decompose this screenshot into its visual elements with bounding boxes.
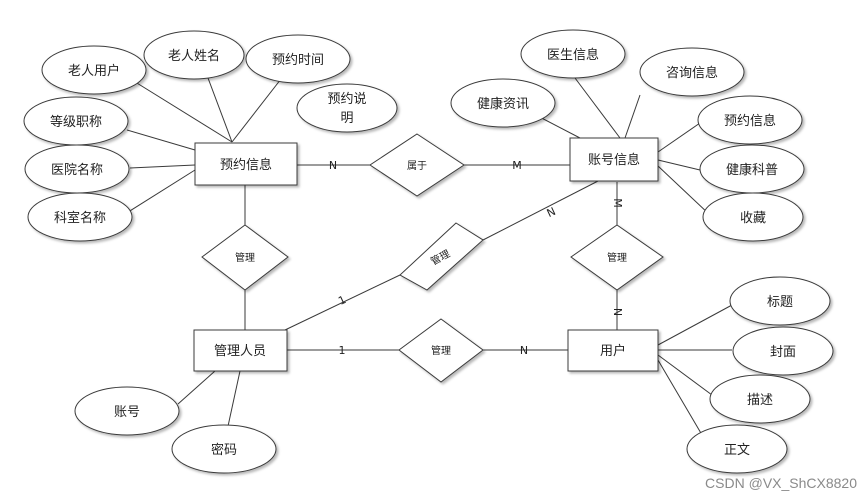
rel-manage-user: 管理 — [431, 344, 451, 357]
attr-admin-password: 密码 — [211, 442, 237, 458]
card-manage-account-n: N — [545, 205, 558, 220]
attribute-labels: 老人用户 老人姓名 预约时间 预约说 明 等级职称 医院名称 科室名称 医生信息… — [50, 47, 796, 458]
relationship-labels: 属于 管理 管理 管理 管理 — [235, 160, 627, 357]
attr-description: 描述 — [747, 393, 773, 408]
attr-appt-desc-line2: 明 — [340, 111, 353, 126]
attr-elder-user-ellipse — [41, 45, 147, 95]
rel-manage-account-side-diamond — [570, 224, 664, 291]
card-admin-manage-account: 1 — [336, 293, 348, 308]
attr-department-ellipse — [27, 192, 133, 242]
attr-health-science: 健康科普 — [726, 162, 778, 178]
attr-favorite: 收藏 — [740, 211, 766, 226]
attr-body-ellipse — [686, 424, 788, 474]
attr-health-news: 健康资讯 — [477, 96, 529, 112]
attr-appt-desc-ellipse — [296, 83, 398, 133]
attr-hospital: 医院名称 — [51, 162, 103, 178]
relationship-shapes — [201, 133, 664, 383]
attr-doctor-info: 医生信息 — [547, 47, 599, 63]
entity-admin: 管理人员 — [214, 344, 266, 359]
attr-department: 科室名称 — [54, 210, 106, 226]
attr-admin-password-ellipse — [171, 424, 277, 474]
attr-elder-name: 老人姓名 — [168, 48, 220, 64]
attr-level-title: 等级职称 — [50, 114, 102, 130]
entity-shapes — [193, 137, 659, 372]
attr-cover-ellipse — [732, 326, 834, 376]
entity-account-box — [569, 137, 659, 182]
attr-appt-info: 预约信息 — [724, 113, 776, 129]
attr-consult-info: 咨询信息 — [666, 65, 718, 81]
entity-user: 用户 — [600, 343, 626, 359]
attr-description-ellipse — [709, 374, 811, 424]
entity-labels: 预约信息 账号信息 管理人员 用户 — [214, 152, 640, 359]
rel-belongs-diamond — [369, 133, 465, 197]
rel-manage-appointment-diamond — [201, 224, 289, 291]
card-appt-belongs: N — [329, 159, 337, 172]
rel-manage-user-diamond — [398, 318, 484, 383]
watermark: CSDN @VX_ShCX8820 — [705, 475, 857, 491]
card-account-manage: M — [611, 198, 624, 208]
attr-favorite-ellipse — [702, 192, 804, 242]
attr-elder-user: 老人用户 — [68, 63, 120, 79]
entity-admin-box — [193, 329, 288, 372]
attribute-shapes — [23, 29, 834, 474]
attr-elder-name-ellipse — [143, 30, 245, 80]
rel-belongs: 属于 — [407, 160, 427, 172]
card-manage-user-top: N — [611, 308, 624, 316]
entity-appointment-box — [194, 142, 298, 186]
attr-title-ellipse — [729, 276, 831, 326]
card-belongs-account: M — [512, 159, 522, 172]
card-admin-manage-user: 1 — [339, 344, 346, 357]
entity-appointment: 预约信息 — [220, 157, 272, 173]
attr-body: 正文 — [724, 443, 750, 458]
entity-user-box — [567, 329, 659, 372]
rel-manage-account-side: 管理 — [607, 251, 627, 264]
attr-admin-account: 账号 — [114, 405, 140, 420]
connector-lines — [124, 69, 733, 441]
attr-cover: 封面 — [770, 345, 796, 360]
attr-appt-time-ellipse — [245, 34, 351, 84]
attr-appt-desc-line1: 预约说 — [327, 92, 366, 107]
attr-appt-time: 预约时间 — [272, 53, 324, 68]
attr-title: 标题 — [767, 295, 793, 310]
attr-consult-info-ellipse — [639, 47, 745, 97]
attr-health-news-ellipse — [450, 78, 556, 128]
entity-account: 账号信息 — [588, 152, 640, 168]
attr-doctor-info-ellipse — [520, 29, 626, 79]
attr-admin-account-ellipse — [74, 386, 180, 436]
rel-manage-account-diamond — [399, 222, 484, 291]
card-manage-user-n: N — [520, 344, 528, 357]
attr-appt-info-ellipse — [697, 95, 803, 145]
rel-manage-appointment: 管理 — [235, 251, 255, 264]
